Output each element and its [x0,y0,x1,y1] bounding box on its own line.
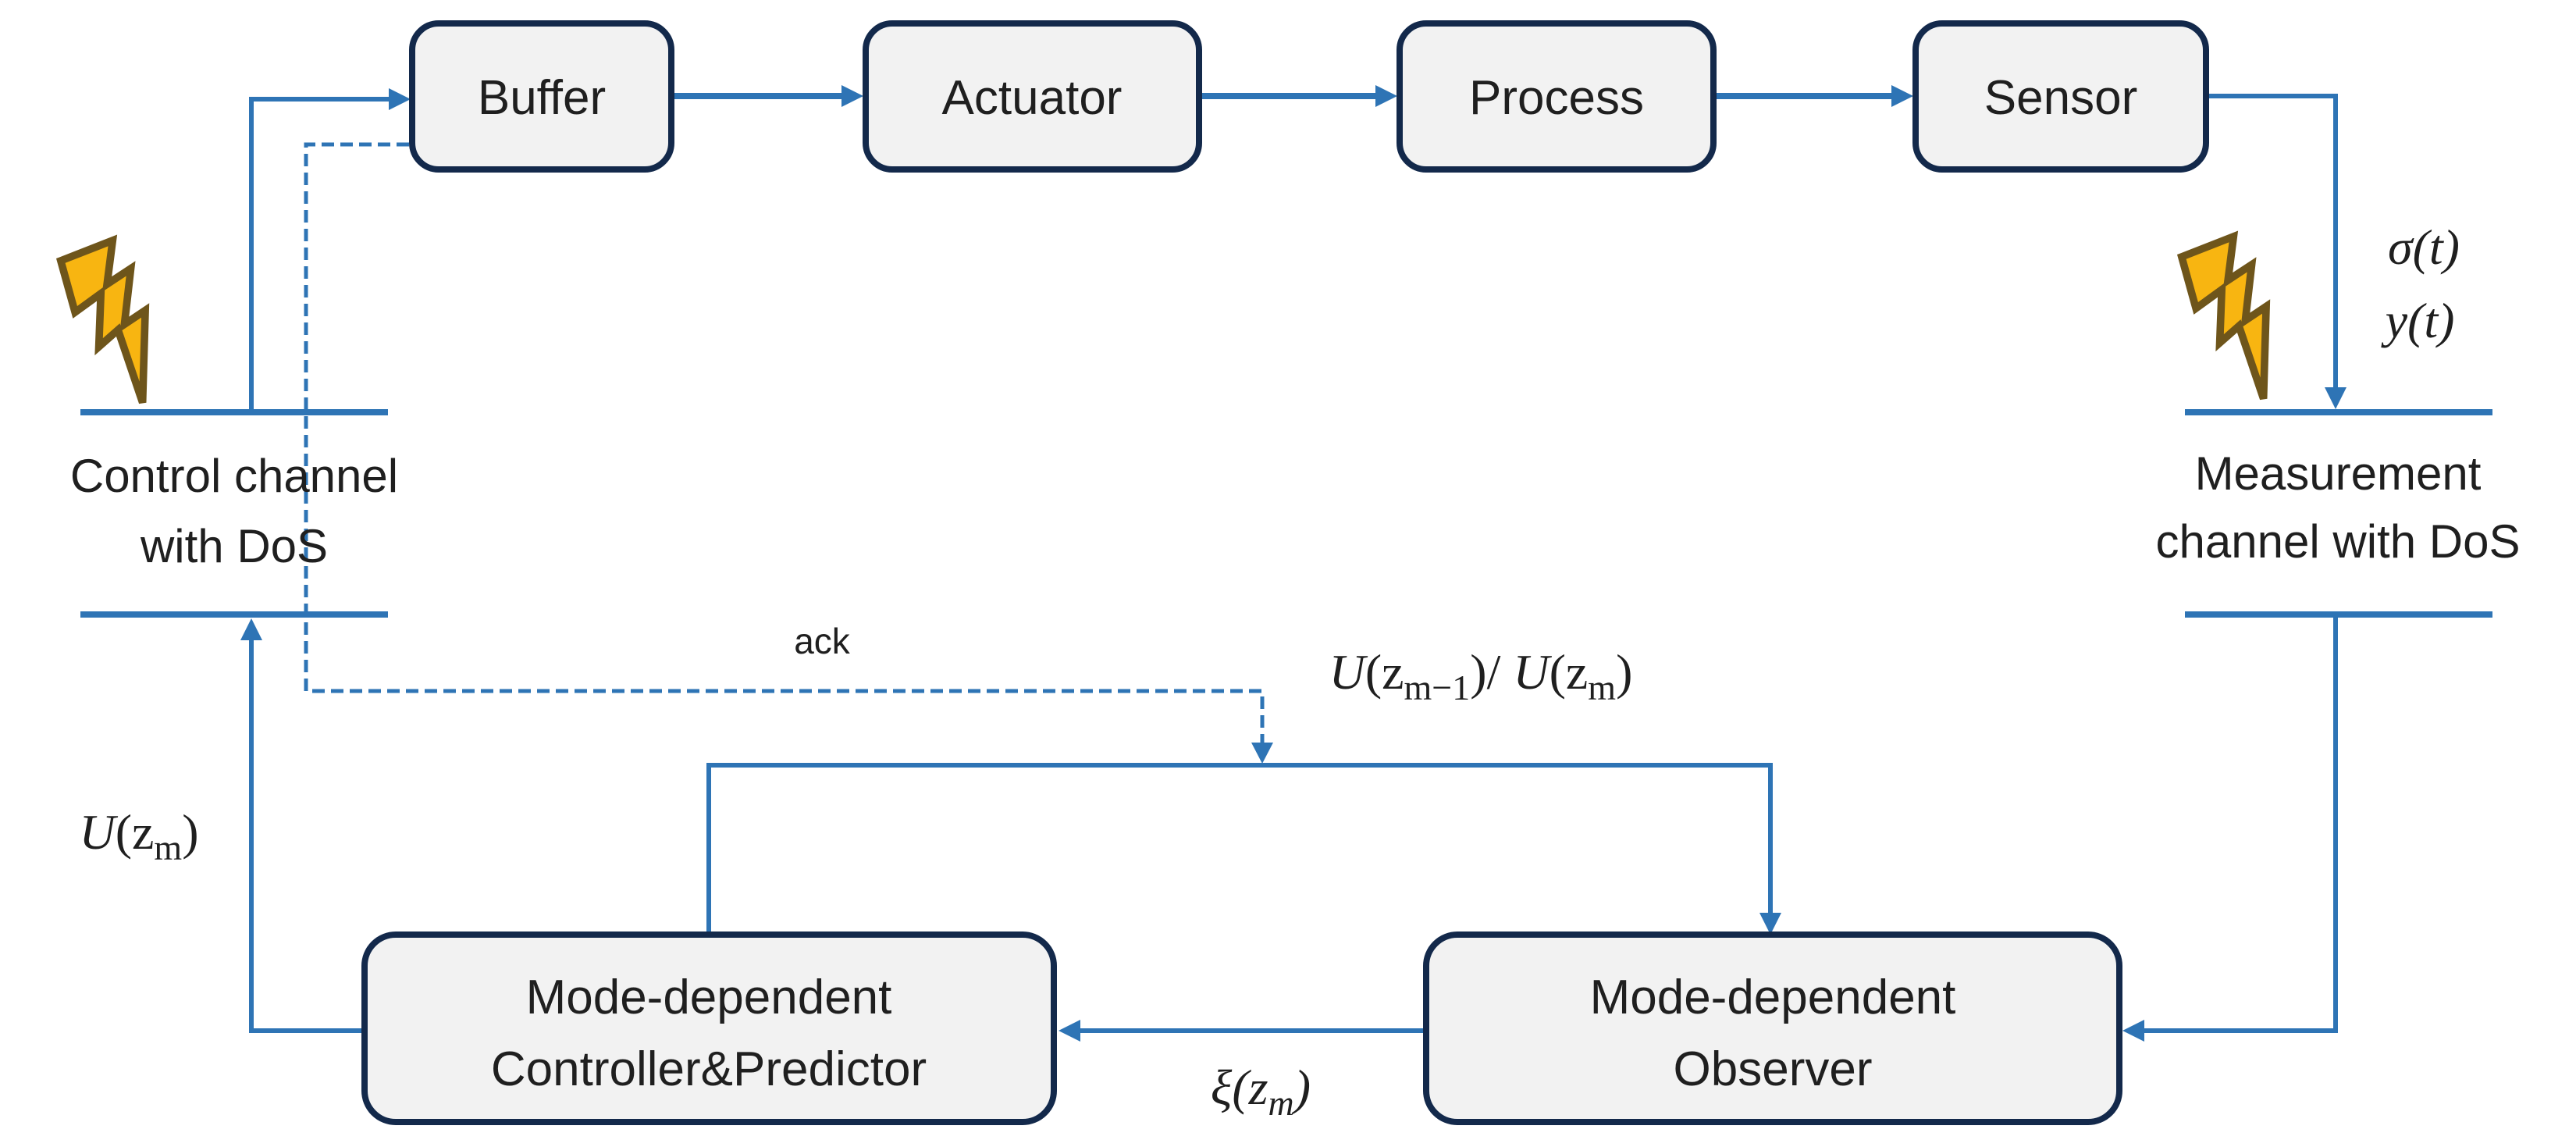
process-label: Process [1469,71,1644,125]
wire-sensor-to-channel [2209,94,2338,387]
wire-controller-to-observer-top [706,763,1773,934]
control-channel-label-line1: Control channel [70,450,398,502]
u-zm-label: U(zm) [79,804,198,867]
wire-controller-to-channel [249,640,361,1033]
arrowhead-into-actuator [841,85,863,107]
arrowhead-into-sensor [1891,85,1913,107]
dos-attack-bolt-icon-left [55,234,150,404]
ack-label: ack [794,621,851,661]
observer-label-line1: Mode-dependent [1590,971,1956,1024]
controller-predictor-block [361,931,1057,1125]
buffer-label: Buffer [478,71,606,125]
control-channel-label-line2: with DoS [140,520,328,572]
wire-ack-dashed [304,142,1265,743]
arrowhead-into-process [1375,85,1397,107]
process-block [1397,20,1717,173]
controller-label-line1: Mode-dependent [526,971,892,1024]
measurement-channel-label-line2: channel with DoS [2156,515,2521,568]
wire-channel-to-buffer [249,97,389,409]
arrowhead-into-measurement-channel [2325,387,2347,409]
u-pair-label: U(zm−1)/ U(zm) [1329,644,1633,707]
actuator-block [863,20,1202,173]
buffer-block [409,20,674,173]
arrowhead-into-observer-right [2122,1020,2144,1042]
controller-label-line2: Controller&Predictor [491,1042,927,1096]
wire-channel-to-observer [2144,614,2338,1033]
sensor-block [1912,20,2209,173]
observer-label-line2: Observer [1674,1042,1873,1096]
y-t-label: y(t) [2381,293,2455,348]
arrowhead-into-observer-top [1759,913,1781,935]
arrowhead-into-control-channel [240,618,262,640]
measurement-channel-label-line1: Measurement [2195,447,2482,500]
sensor-label: Sensor [1984,71,2137,125]
arrowhead-into-controller-right [1059,1020,1080,1042]
arrowhead-ack [1251,743,1273,764]
arrowhead-into-buffer [389,88,411,110]
actuator-label: Actuator [942,71,1123,125]
sigma-t-label: σ(t) [2388,219,2460,275]
observer-block [1423,931,2122,1125]
xi-zm-label: ξ(zm) [1211,1060,1311,1123]
dos-attack-bolt-icon-right [2176,230,2271,401]
